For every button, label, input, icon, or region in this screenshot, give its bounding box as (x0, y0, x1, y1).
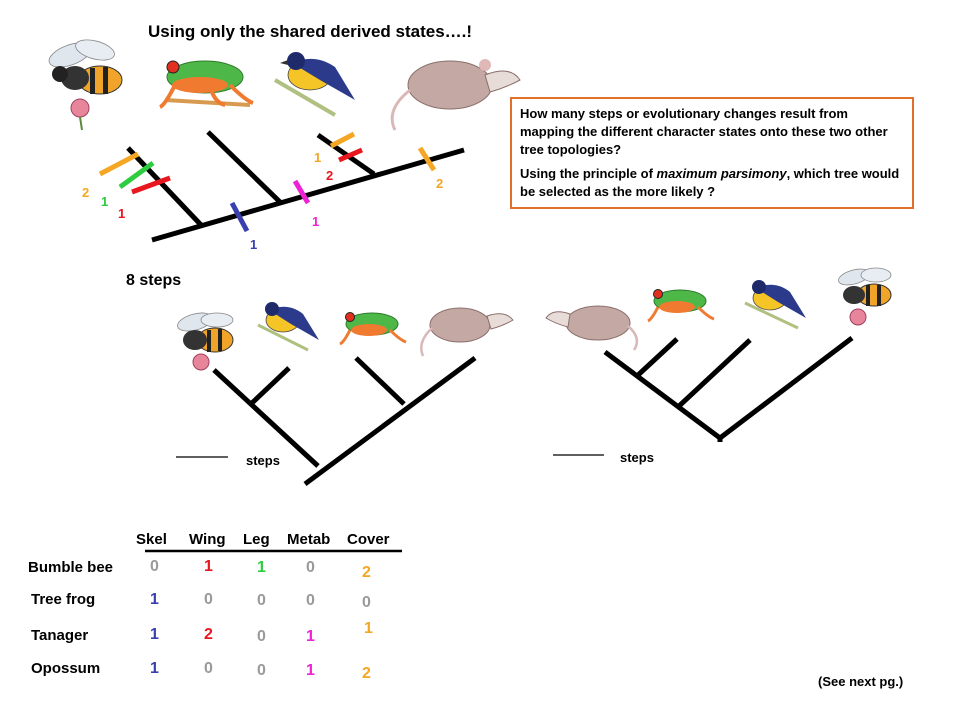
mark-label: 2 (436, 176, 443, 191)
mark-label: 1 (118, 206, 125, 221)
mark-wing-1 (131, 175, 171, 195)
opossum-illustration (390, 59, 521, 131)
slide-title: Using only the shared derived states….! (148, 22, 473, 41)
table-cell: 1 (306, 662, 315, 679)
column-header-cover: Cover (347, 531, 390, 548)
tree2-steps-label: steps (246, 453, 280, 468)
bumblebee-illustration (48, 39, 123, 131)
table-cell: 0 (362, 594, 371, 611)
tree-frog-illustration-3 (647, 289, 715, 323)
table-cell: 1 (150, 660, 159, 677)
tree2-branch-tanager (250, 366, 291, 405)
tree3-branch-tanager (676, 338, 752, 409)
tree2-branch-bee (212, 368, 320, 468)
mark-cover-2 (98, 151, 140, 177)
tree-frog-illustration-2 (339, 312, 407, 346)
question-box: How many steps or evolutionary changes r… (510, 97, 914, 209)
table-cell: 0 (257, 662, 266, 679)
table-cell: 0 (306, 592, 315, 609)
tree1-branch-frog (206, 130, 282, 204)
tree1-marks (98, 131, 437, 233)
mark-metab-1 (292, 179, 311, 205)
table-cell: 2 (204, 626, 213, 643)
mark-label: 1 (250, 237, 257, 252)
bumblebee-illustration-3 (838, 267, 892, 326)
tree1-steps-count: 8 steps (126, 272, 182, 289)
mark-leg-1 (118, 160, 155, 190)
mark-label: 1 (314, 150, 321, 165)
row-label-tanager: Tanager (31, 627, 89, 644)
tree3-branch-bee (718, 336, 854, 440)
tree2-spine (303, 355, 477, 487)
tree-frog-illustration (158, 60, 254, 109)
table-cell: 1 (257, 559, 266, 576)
tanager-illustration-3 (744, 280, 806, 330)
question-text-1: How many steps or evolutionary changes r… (520, 106, 888, 157)
column-header-metab: Metab (287, 531, 331, 548)
table-cell: 1 (364, 620, 373, 637)
opossum-illustration-3 (545, 305, 639, 351)
table-cell: 1 (204, 558, 213, 575)
table-cell: 0 (257, 628, 266, 645)
tree3-steps-label: steps (620, 450, 654, 465)
table-cell: 1 (150, 591, 159, 608)
tree3 (603, 336, 854, 442)
tree1-branch-bee (126, 146, 204, 228)
table-cell: 2 (362, 564, 371, 581)
tree1-spine (151, 147, 465, 243)
table-cell: 0 (306, 559, 315, 576)
column-header-wing: Wing (189, 531, 226, 548)
row-label-opossum: Opossum (31, 660, 101, 677)
table-cell: 2 (362, 665, 371, 682)
mark-wing-2 (338, 147, 363, 163)
tree3-spine-left (603, 349, 722, 441)
column-header-skel: Skel (136, 531, 167, 548)
question-text-2: Using the principle of maximum parsimony… (520, 166, 900, 199)
mark-label: 2 (82, 185, 89, 200)
tree3-branch-frog (635, 337, 679, 378)
tree2 (212, 355, 477, 487)
see-next-page-note: (See next pg.) (818, 674, 904, 689)
mark-label: 1 (312, 214, 319, 229)
table-cell: 1 (306, 628, 315, 645)
table-cell: 0 (204, 660, 213, 677)
table-cell: 0 (150, 558, 159, 575)
opossum-illustration-2 (420, 307, 514, 357)
column-header-leg: Leg (243, 531, 270, 548)
mark-cover-2b (417, 146, 437, 172)
mark-label: 2 (326, 168, 333, 183)
mark-cover-1 (329, 131, 356, 149)
bumblebee-illustration-2 (177, 312, 234, 371)
tree2-branch-frog (354, 356, 406, 406)
tree1-mark-labels: 2 1 1 1 1 1 2 2 (82, 150, 443, 252)
row-label-tree-frog: Tree frog (31, 591, 96, 608)
table-cell: 0 (257, 592, 266, 609)
row-label-bumble-bee: Bumble bee (28, 559, 114, 576)
mark-label: 1 (101, 194, 108, 209)
tanager-illustration (273, 52, 355, 117)
mark-skel-1 (229, 201, 250, 233)
table-cell: 1 (150, 626, 159, 643)
tanager-illustration-2 (257, 302, 319, 352)
table-cell: 0 (204, 591, 213, 608)
